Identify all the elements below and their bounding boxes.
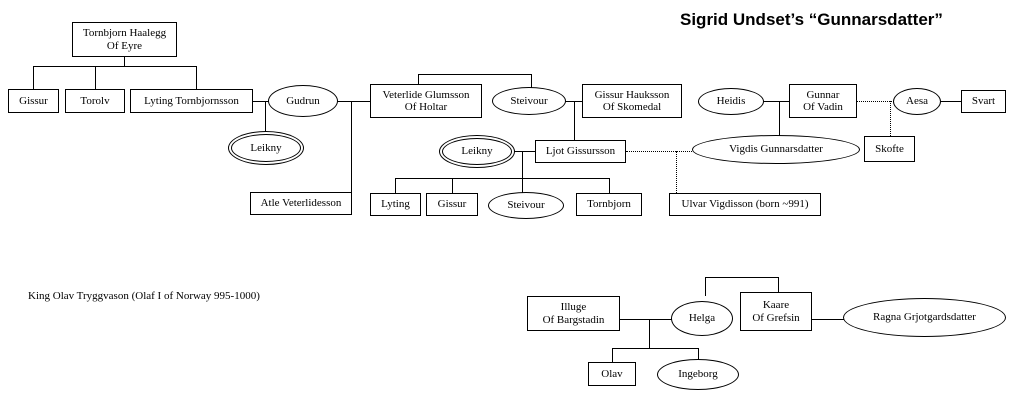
connector-to-olav (612, 348, 613, 362)
connector-bracket-to-kaare (778, 277, 779, 292)
node-label: Tornbjorn (587, 198, 631, 211)
node-label: Lyting (381, 198, 410, 211)
node-label: Leikny (250, 141, 282, 154)
connector-to-torolv (95, 66, 96, 89)
node-label: Tornbjorn Haalegg Of Eyre (82, 27, 167, 52)
node-torolv[interactable]: Torolv (65, 89, 125, 113)
node-label: Ljot Gissursson (545, 145, 616, 158)
connector-steivour-gissur-child (574, 101, 575, 140)
node-gissur-hauksson[interactable]: Gissur Hauksson Of Skomedal (582, 84, 682, 118)
node-aesa[interactable]: Aesa (893, 88, 941, 115)
node-illuge-of-bargstadin[interactable]: Illuge Of Bargstadin (527, 296, 620, 331)
connector-illuge-helga (620, 319, 672, 320)
node-ragna-grjotgardsdatter[interactable]: Ragna Grjotgardsdatter (843, 298, 1006, 337)
connector-kaare-ragna (812, 319, 845, 320)
node-label: Gunnar Of Vadin (803, 88, 843, 113)
node-label: Kaare Of Grefsin (752, 299, 800, 324)
connector-steivour-gissurhauksson (565, 101, 582, 102)
node-label: Gissur Hauksson Of Skomedal (594, 88, 670, 113)
node-gudrun[interactable]: Gudrun (268, 85, 338, 117)
connector-bracket-to-helga (705, 277, 706, 296)
node-label: Lyting Tornbjornsson (144, 94, 239, 107)
node-label: Veterlide Glumsson Of Holtar (382, 88, 470, 113)
node-gissur-2[interactable]: Gissur (426, 193, 478, 216)
connector-bracket-to-veterlide (418, 74, 419, 85)
node-lyting-tornbjornsson[interactable]: Lyting Tornbjornsson (130, 89, 253, 113)
connector-ljot-children-down (522, 151, 523, 178)
node-label: Steivour (507, 199, 545, 212)
connector-to-gissur1 (33, 66, 34, 89)
node-lyting-2[interactable]: Lyting (370, 193, 421, 216)
node-label: Svart (971, 95, 996, 108)
node-tornbjorn-2[interactable]: Tornbjorn (576, 193, 642, 216)
node-label: Leikny (461, 145, 493, 158)
node-label: Helga (688, 312, 716, 325)
node-heidis[interactable]: Heidis (698, 88, 764, 115)
connector-to-steivour2 (522, 178, 523, 193)
node-leikny-1[interactable]: Leikny (231, 134, 301, 162)
connector-to-ingeborg (698, 348, 699, 362)
node-label: Illuge Of Bargstadin (542, 301, 605, 326)
node-ingeborg[interactable]: Ingeborg (657, 359, 739, 390)
node-atle-veterlidesson[interactable]: Atle Veterlidesson (250, 192, 352, 215)
node-label: Vigdis Gunnarsdatter (729, 143, 823, 156)
king-olav-note: King Olav Tryggvason (Olaf I of Norway 9… (28, 290, 260, 302)
connector-illuge-children-bracket (612, 348, 698, 349)
node-kaare-of-grefsin[interactable]: Kaare Of Grefsin (740, 292, 812, 331)
connector-gunnar-aesa-dotted (856, 101, 894, 102)
connector-haalegg-bracket (33, 66, 196, 67)
node-tornbjorn-haalegg[interactable]: Tornbjorn Haalegg Of Eyre (72, 22, 177, 57)
node-steivour-2[interactable]: Steivour (488, 192, 564, 219)
node-label: Gissur (19, 94, 48, 107)
connector-ljot-vigdis-dotted (626, 151, 692, 152)
node-veterlide-glumsson[interactable]: Veterlide Glumsson Of Holtar (370, 84, 482, 118)
node-ljot-gissursson[interactable]: Ljot Gissursson (535, 140, 626, 163)
connector-helga-kaare-bracket (705, 277, 778, 278)
node-label: Atle Veterlidesson (260, 197, 342, 210)
node-label: Heidis (716, 95, 746, 108)
connector-ljot-vigdis-child-dotted (676, 151, 677, 193)
connector-ljot-children-bracket (395, 178, 609, 179)
node-ulvar-vigdisson[interactable]: Ulvar Vigdisson (born ~991) (669, 193, 821, 216)
page-title: Sigrid Undset’s “Gunnarsdatter” (680, 10, 943, 29)
node-olav[interactable]: Olav (588, 362, 636, 386)
node-skofte[interactable]: Skofte (864, 136, 915, 162)
connector-haalegg-down (124, 57, 125, 66)
connector-leikny2-ljot (512, 151, 535, 152)
connector-lyting-gudrun-child (265, 101, 266, 134)
connector-to-gissur2 (452, 178, 453, 193)
node-label: Gissur (437, 198, 467, 211)
connector-gudrun-veterlide-child (351, 101, 352, 192)
node-helga[interactable]: Helga (671, 301, 733, 336)
connector-aesa-svart (940, 101, 961, 102)
node-label: Ragna Grjotgardsdatter (873, 311, 976, 324)
connector-heidis-gunnar-child (779, 101, 780, 137)
node-label: Ingeborg (678, 368, 718, 381)
connector-gudrun-veterlide (337, 101, 370, 102)
node-label: Aesa (906, 95, 928, 108)
node-label: Steivour (510, 94, 548, 107)
node-steivour-1[interactable]: Steivour (492, 87, 566, 115)
node-label: Torolv (80, 94, 110, 107)
node-label: Skofte (875, 142, 904, 155)
connector-to-tornbjorn2 (609, 178, 610, 193)
connector-illuge-helga-child-down (649, 319, 650, 348)
connector-gunnar-aesa-child-dotted (890, 101, 891, 136)
connector-to-lyting (196, 66, 197, 89)
connector-to-lyting2 (395, 178, 396, 193)
node-label: Ulvar Vigdisson (born ~991) (681, 198, 809, 211)
node-gunnar-of-vadin[interactable]: Gunnar Of Vadin (789, 84, 857, 118)
node-gissur-1[interactable]: Gissur (8, 89, 59, 113)
node-svart[interactable]: Svart (961, 90, 1006, 113)
node-vigdis-gunnarsdatter[interactable]: Vigdis Gunnarsdatter (692, 135, 860, 164)
node-label: Gudrun (286, 94, 320, 107)
node-label: Olav (601, 367, 623, 380)
connector-heidis-gunnar (763, 101, 790, 102)
node-leikny-2[interactable]: Leikny (442, 138, 512, 165)
connector-bracket-to-steivour (531, 74, 532, 91)
connector-veterlide-steivour-bracket (418, 74, 531, 75)
